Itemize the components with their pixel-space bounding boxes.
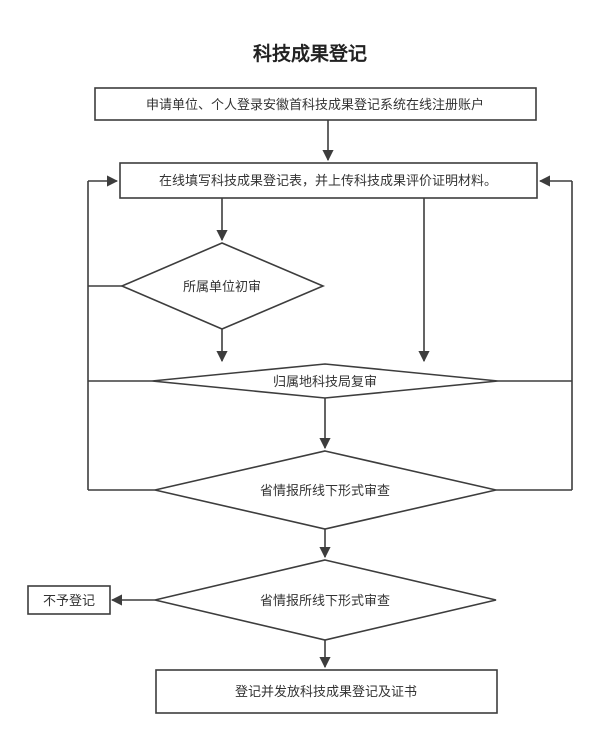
- formal-review-2-label: 省情报所线下形式审查: [260, 594, 390, 609]
- reject-label: 不予登记: [43, 594, 95, 609]
- register-label: 申请单位、个人登录安徽首科技成果登记系统在线注册账户: [146, 97, 484, 113]
- reject-box: [27, 585, 111, 615]
- fill-form-label: 在线填写科技成果登记表，并上传科技成果评价证明材料。: [159, 174, 497, 189]
- diagram-title: 科技成果登记: [253, 42, 367, 65]
- unit-review-label: 所属单位初审: [183, 280, 261, 295]
- fill-form-box: [119, 162, 538, 199]
- register-box: [94, 87, 537, 121]
- issue-cert-box: [155, 669, 498, 714]
- issue-cert-label: 登记并发放科技成果登记及证书: [235, 684, 417, 700]
- local-review-label: 归属地科技局复审: [273, 375, 377, 390]
- formal-review-1-label: 省情报所线下形式审查: [260, 484, 390, 499]
